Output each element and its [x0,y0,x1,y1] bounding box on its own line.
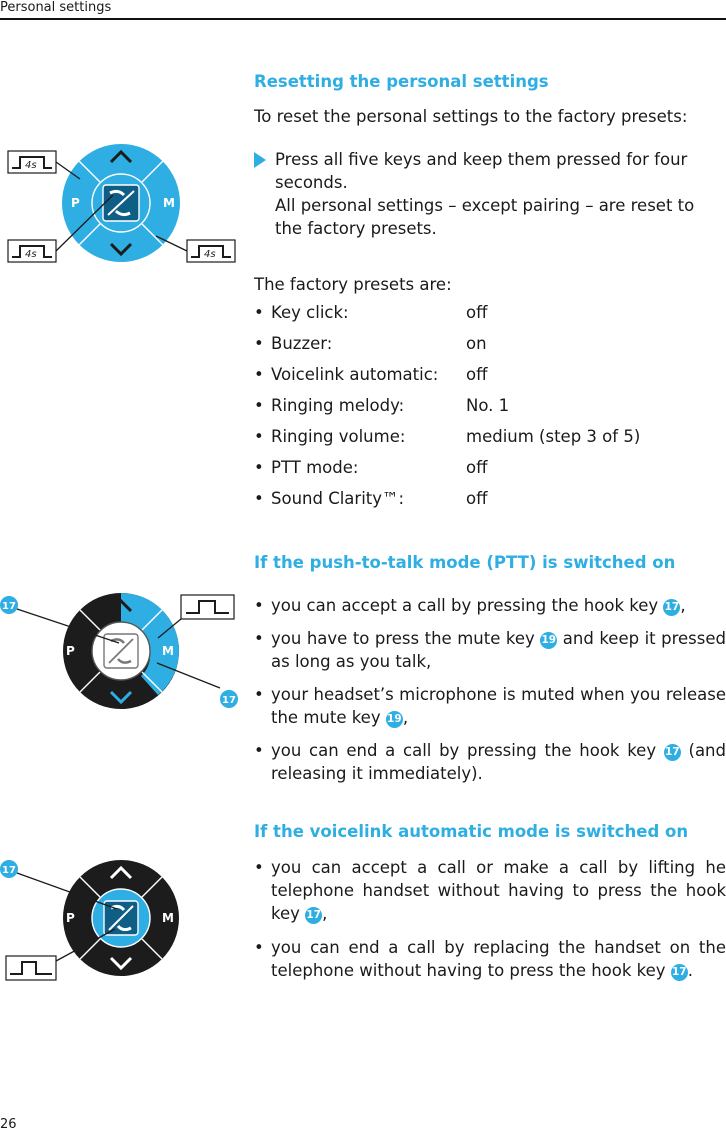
preset-row: •Voicelink automatic:off [254,365,488,384]
down-key-icon [109,242,133,257]
m-key-label: M [162,911,174,925]
step-instruction: Press all five keys and keep them presse… [275,150,688,192]
ptt-bullet-1: •you can accept a call by pressing the h… [254,596,686,616]
page-number: 26 [0,1117,17,1132]
preset-value: off [466,489,488,508]
p-key-label: P [66,644,75,658]
short-press-icon [186,600,229,614]
leader-line [16,872,118,910]
preset-value: No. 1 [466,396,510,415]
step-result: All personal settings – except pairing –… [275,196,695,238]
reset-intro: To reset the personal settings to the fa… [254,107,688,126]
callout-17-label: 17 [2,601,16,612]
ptt-keypad-figure: P M 17 17 [0,593,238,709]
preset-label: Ringing melody: [271,396,405,415]
release-icon [10,961,52,975]
leader-line [55,161,81,180]
preset-label: PTT mode: [271,458,359,477]
leader-line [157,618,182,639]
hold-4s-label: 4s [25,249,37,260]
preset-value: off [466,365,488,384]
mute-key-callout: 19 [385,711,403,728]
keypad-dividers [78,160,164,246]
up-key-icon [109,865,133,880]
release-box [5,955,57,981]
voicelink-bullet-2: •you can end a call by replacing the han… [254,938,726,981]
running-header: Personal settings [0,0,112,15]
p-key-label: P [66,911,75,925]
preset-row: •PTT mode:off [254,458,488,477]
reset-keypad-figure: P M 4s 4s 4s [7,144,236,263]
m-key-label: M [162,644,174,658]
preset-row: •Ringing melody:No. 1 [254,396,510,415]
preset-row: •Key click:off [254,303,488,322]
preset-row: •Ringing volume:medium (step 3 of 5) [254,427,641,446]
callout-17-icon [220,690,238,708]
presets-intro: The factory presets are: [254,275,452,294]
hook-key-callout: 17 [670,964,688,981]
preset-row: •Sound Clarity™:off [254,489,488,508]
header-rule [0,18,726,20]
preset-label: Ringing volume: [271,427,406,446]
callout-17-label: 17 [2,865,16,876]
preset-value: on [466,334,487,353]
p-key-label: P [71,196,80,210]
preset-row: •Buzzer:on [254,334,487,353]
hold-4s-label: 4s [204,249,216,260]
preset-label: Key click: [271,303,349,322]
hook-key-callout: 17 [663,744,681,761]
ptt-bullet-3: •your headset’s microphone is muted when… [254,685,726,728]
preset-value: medium (step 3 of 5) [466,427,641,446]
up-key-icon [109,598,133,613]
leader-line [55,194,114,252]
callout-17-icon [0,596,18,614]
down-key-icon [109,690,133,705]
leader-line [55,928,116,962]
ptt-heading: If the push-to-talk mode (PTT) is switch… [254,553,676,572]
voicelink-heading: If the voicelink automatic mode is switc… [254,822,689,841]
preset-label: Voicelink automatic: [271,365,439,384]
leader-line [155,235,188,252]
active-m-segment [121,593,179,695]
step-arrow-icon [254,152,266,168]
hook-key-callout: 17 [305,907,323,924]
callout-17-label: 17 [222,695,236,706]
leader-line [156,662,221,689]
reset-heading: Resetting the personal settings [254,72,549,91]
voicelink-bullet-1: •you can accept a call or make a call by… [254,858,726,924]
ptt-bullet-2: •you have to press the mute key 19 and k… [254,629,726,671]
preset-label: Buzzer: [271,334,333,353]
preset-value: off [466,303,488,322]
hold-4s-label: 4s [25,160,37,171]
preset-label: Sound Clarity™: [271,489,405,508]
callout-17-icon [0,860,18,878]
leader-line [16,608,120,644]
ptt-bullet-4: •you can end a call by pressing the hook… [254,741,726,783]
up-key-icon [109,149,133,164]
m-key-label: M [163,196,175,210]
hook-key-callout: 17 [663,599,681,616]
preset-value: off [466,458,488,477]
down-key-icon [109,956,133,971]
mute-key-callout: 19 [540,632,558,649]
voicelink-keypad-figure: P M 17 [0,860,179,981]
reset-step: Press all five keys and keep them presse… [254,148,726,240]
short-press-box [180,594,235,620]
